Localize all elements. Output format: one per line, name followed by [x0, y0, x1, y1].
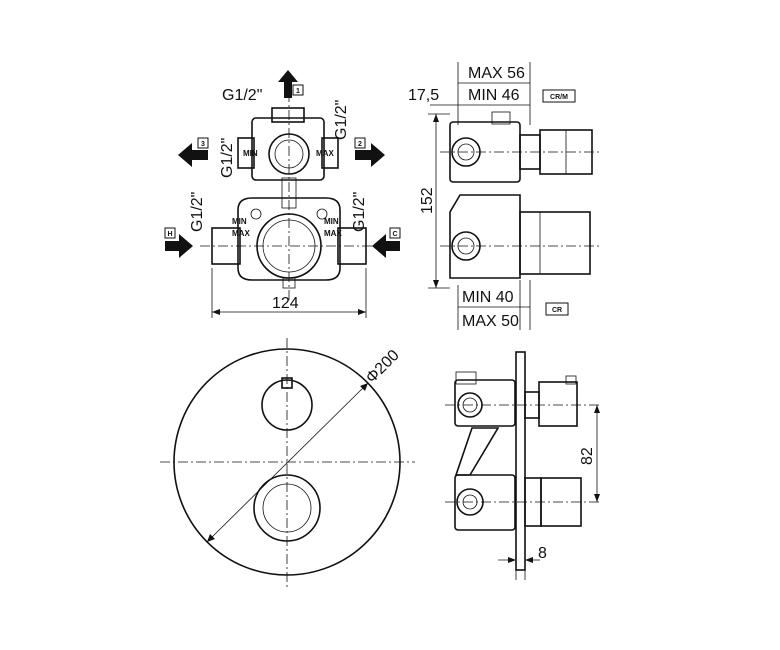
max-right-label: MAX	[324, 229, 342, 238]
height-152-label: 152	[419, 187, 436, 214]
upper-min-text: MIN	[243, 149, 258, 158]
outlet-3-arrow-icon: 3	[178, 137, 209, 167]
dim-82-label: 82	[579, 447, 596, 465]
min-right-label: MIN	[324, 217, 339, 226]
valve-front-view: 1 G1/2" MIN MAX G1/2" 3 G1/2" 2	[164, 70, 401, 318]
thread-lower-right-label: G1/2"	[351, 192, 368, 232]
dim-8-label: 8	[538, 545, 547, 562]
outlet-1-label: 1	[296, 88, 300, 95]
min-40-label: MIN 40	[462, 289, 514, 306]
upper-max-text: MAX	[316, 149, 334, 158]
thread-top-right-label: G1/2"	[333, 100, 350, 140]
thread-lower-left-label: G1/2"	[189, 192, 206, 232]
installed-side-view: 82 8	[445, 351, 600, 580]
max-50-label: MAX 50	[462, 313, 519, 330]
max-left-label: MAX	[232, 229, 250, 238]
cold-inlet-arrow-icon: C	[372, 227, 401, 258]
dim-17-5-label: 17,5	[408, 87, 439, 104]
thread-left-label: G1/2"	[219, 138, 236, 178]
outlet-2-arrow-icon: 2	[354, 137, 385, 167]
max-56-label: MAX 56	[468, 65, 525, 82]
diameter-200-label: Φ200	[363, 347, 403, 387]
valve-side-view: MAX 56 17,5 MIN 46 CR/M 152	[408, 62, 600, 330]
outlet-3-label: 3	[201, 141, 205, 148]
min-left-label: MIN	[232, 217, 247, 226]
cold-label: C	[392, 231, 397, 238]
cover-plate-front-view: Φ200	[160, 338, 415, 590]
min-46-label: MIN 46	[468, 87, 520, 104]
outlet-1-arrow-icon: 1	[278, 70, 304, 98]
hot-label: H	[167, 231, 172, 238]
outlet-2-label: 2	[358, 141, 362, 148]
width-dimension: 124	[272, 295, 299, 312]
thread-top-label: G1/2"	[222, 87, 262, 104]
hot-inlet-arrow-icon: H	[164, 227, 193, 258]
crm-tag: CR/M	[550, 94, 568, 101]
cr-tag: CR	[552, 307, 562, 314]
